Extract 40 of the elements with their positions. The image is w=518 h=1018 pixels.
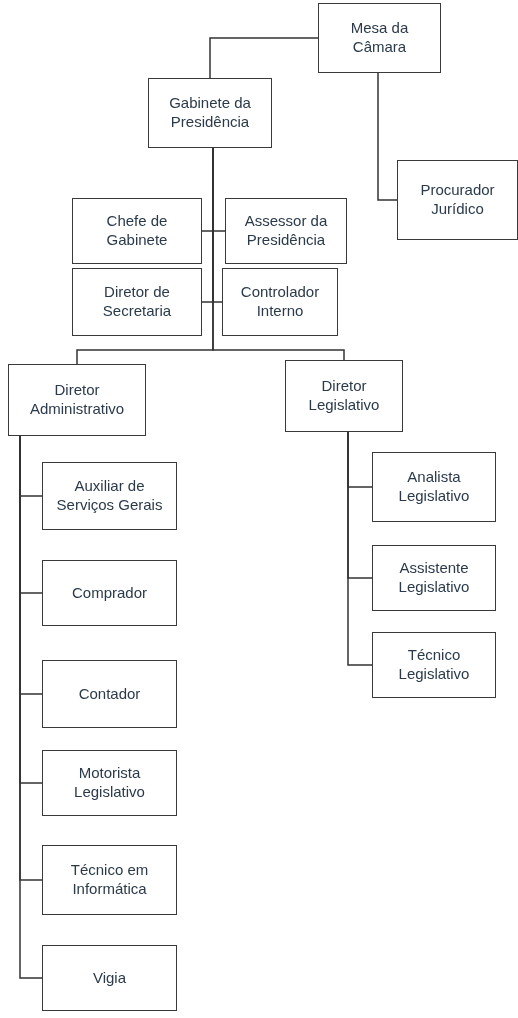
org-box bbox=[318, 3, 441, 73]
org-box bbox=[42, 945, 177, 1011]
box-label: Diretor de Secretaria bbox=[101, 283, 173, 321]
box-label: Procurador Jurídico bbox=[419, 181, 496, 219]
org-box bbox=[372, 452, 496, 522]
org-box bbox=[222, 268, 338, 336]
org-box bbox=[72, 268, 202, 336]
box-label: Vigia bbox=[92, 968, 127, 988]
org-box bbox=[8, 364, 146, 436]
box-label: Comprador bbox=[72, 583, 147, 603]
connector-line bbox=[209, 37, 319, 79]
org-box bbox=[42, 560, 177, 626]
connector-line bbox=[212, 147, 345, 361]
org-box bbox=[225, 198, 347, 264]
org-box bbox=[372, 632, 496, 698]
box-label: Contador bbox=[78, 684, 141, 704]
org-box bbox=[72, 198, 202, 264]
org-box bbox=[285, 360, 403, 432]
org-box bbox=[42, 845, 177, 915]
box-label: Gabinete da Presidência bbox=[168, 94, 252, 132]
box-label: Controlador Interno bbox=[239, 283, 321, 321]
org-box bbox=[42, 750, 177, 816]
box-label: Assistente Legislativo bbox=[397, 559, 471, 597]
box-label: Motorista Legislativo bbox=[73, 764, 146, 802]
org-box bbox=[397, 160, 518, 240]
connector-line bbox=[377, 72, 398, 201]
box-label: Mesa da Câmara bbox=[349, 19, 410, 57]
org-box bbox=[42, 660, 177, 728]
box-label: Assessor da Presidência bbox=[243, 212, 329, 250]
box-label: Auxiliar de Serviços Gerais bbox=[55, 477, 164, 515]
box-label: Diretor Administrativo bbox=[28, 381, 126, 419]
org-box bbox=[372, 545, 496, 611]
org-box bbox=[42, 462, 177, 530]
box-label: Técnico em Informática bbox=[69, 861, 150, 899]
box-label: Técnico Legislativo bbox=[397, 646, 471, 684]
box-label: Diretor Legislativo bbox=[307, 377, 381, 415]
box-label: Chefe de Gabinete bbox=[105, 212, 169, 250]
connector-line bbox=[347, 431, 373, 666]
box-label: Analista Legislativo bbox=[397, 468, 471, 506]
org-box bbox=[148, 78, 272, 148]
